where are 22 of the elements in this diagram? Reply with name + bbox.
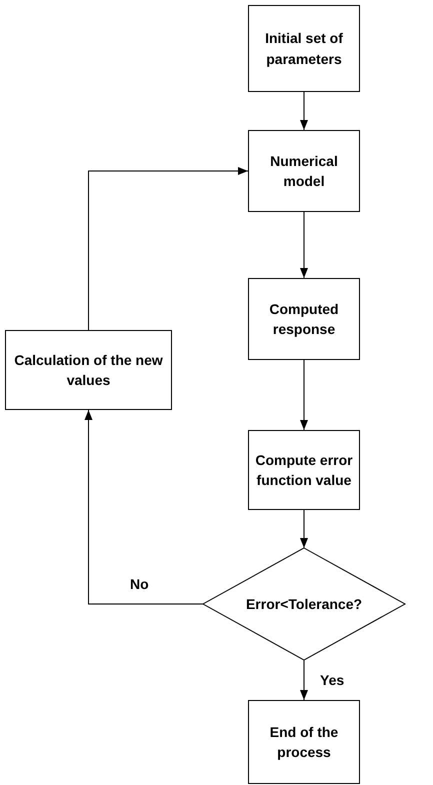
node-label: Numerical model	[269, 152, 339, 191]
process-box	[5, 330, 172, 410]
process-box	[248, 278, 360, 360]
arrow	[84, 410, 204, 604]
arrow	[300, 92, 308, 130]
edge-label: Yes	[318, 672, 346, 688]
arrow	[300, 360, 308, 430]
node-label: Calculation of the new values	[13, 350, 164, 390]
process-box	[248, 5, 360, 92]
node-label: Error<Tolerance?	[246, 594, 362, 614]
arrow	[88, 167, 248, 330]
process-box	[248, 430, 360, 510]
arrow	[300, 660, 308, 700]
edge-label: No	[128, 576, 151, 592]
node-label: Initial set of parameters	[264, 29, 344, 69]
arrow	[300, 212, 308, 278]
node-label: Compute error function value	[255, 450, 353, 490]
node-label: Computed response	[268, 300, 340, 339]
process-box	[248, 700, 360, 784]
node-label: End of the process	[268, 722, 340, 762]
process-box	[248, 130, 360, 212]
arrow	[300, 510, 308, 548]
